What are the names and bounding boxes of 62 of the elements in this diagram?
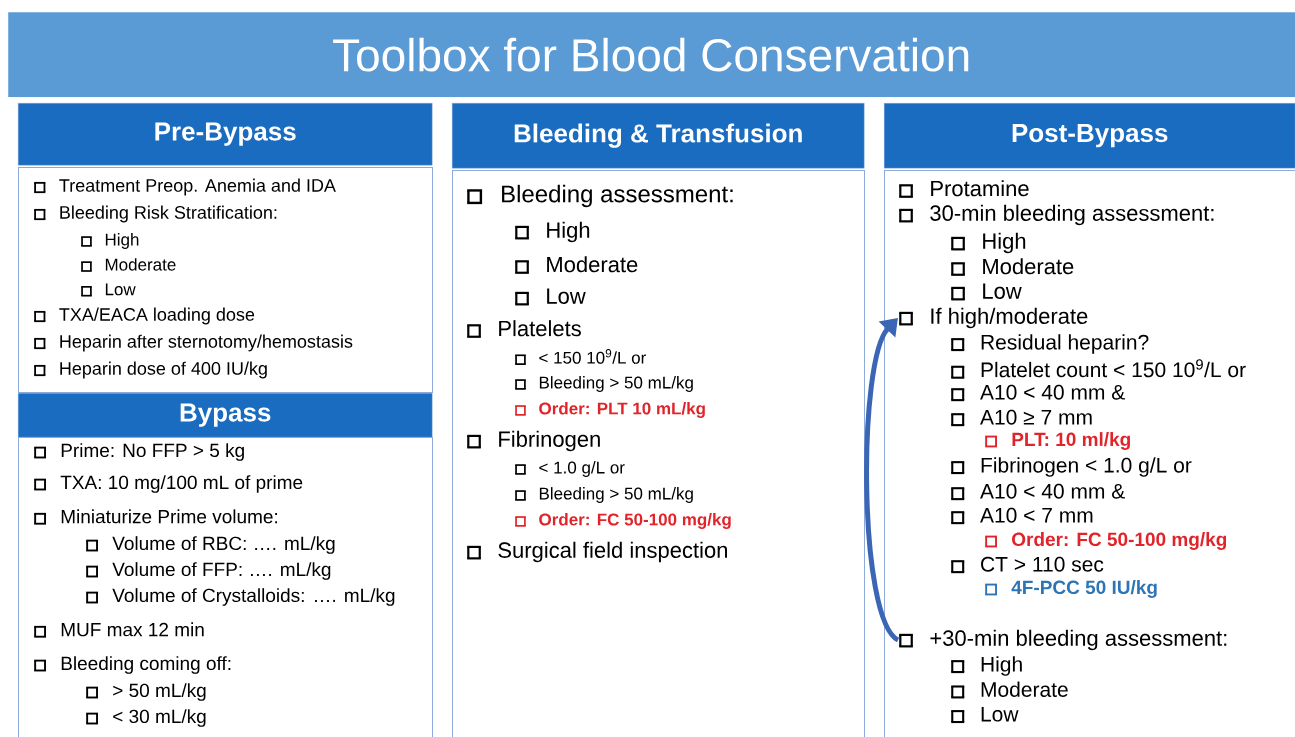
checklist-item: +30-min bleeding assessment: bbox=[899, 629, 1227, 651]
checklist-item: High bbox=[951, 232, 1026, 254]
checklist-item: Moderate bbox=[80, 258, 176, 272]
title-banner: Toolbox for Blood Conservation bbox=[8, 12, 1295, 98]
section-header: Bypass bbox=[18, 393, 433, 438]
checklist-item: > 50 mL/kg bbox=[85, 683, 206, 701]
checklist-item: Moderate bbox=[515, 256, 638, 274]
checklist-item: Volume of RBC: …. mL/kg bbox=[85, 536, 335, 554]
checklist-item: < 30 mL/kg bbox=[85, 709, 206, 727]
checklist-item: PLT: 10 ml/kg bbox=[984, 432, 1130, 450]
checklist-item: MUF max 12 min bbox=[33, 622, 204, 638]
checklist-item: CT > 110 sec bbox=[951, 556, 1104, 574]
checklist-item: Bleeding coming off: bbox=[33, 656, 231, 674]
checklist-item: Surgical field inspection bbox=[467, 541, 727, 563]
checklist-panel bbox=[452, 170, 865, 737]
section-header: Post-Bypass bbox=[884, 103, 1295, 169]
checklist-item: High bbox=[515, 221, 590, 243]
checklist-item: Miniaturize Prime volume: bbox=[33, 509, 277, 525]
checklist-item: Fibrinogen bbox=[467, 430, 600, 452]
checklist-item: Bleeding > 50 mL/kg bbox=[514, 376, 693, 392]
checklist-item: 4F-PCC 50 IU/kg bbox=[984, 580, 1157, 598]
checklist-item: A10 < 40 mm & bbox=[951, 483, 1125, 501]
checklist-item: Platelets bbox=[467, 320, 581, 338]
checklist-item: Residual heparin? bbox=[951, 334, 1149, 354]
checklist-item: 30-min bleeding assessment: bbox=[899, 204, 1214, 226]
checklist-item: Prime: No FFP > 5 kg bbox=[33, 443, 244, 461]
checklist-item: TXA/EACA loading dose bbox=[33, 307, 255, 325]
checklist-item: A10 < 7 mm bbox=[951, 507, 1093, 525]
checklist-item: Bleeding assessment: bbox=[467, 184, 733, 208]
checklist-item: Heparin after sternotomy/hemostasis bbox=[33, 334, 353, 352]
checklist-item: High bbox=[80, 233, 139, 249]
checklist-item: Protamine bbox=[899, 180, 1029, 198]
checklist-item: Order: FC 50-100 mg/kg bbox=[514, 513, 731, 529]
checklist-item: Volume of FFP: …. mL/kg bbox=[85, 562, 331, 580]
curved-arrow bbox=[864, 318, 900, 642]
checklist-item: Bleeding > 50 mL/kg bbox=[514, 487, 693, 503]
checklist-item: Low bbox=[80, 283, 136, 297]
checklist-item: Moderate bbox=[951, 258, 1074, 276]
checklist-item: < 150 10$^{9}$/L or bbox=[514, 349, 646, 365]
checklist-panel bbox=[18, 167, 433, 393]
checklist-item: Order: FC 50-100 mg/kg bbox=[984, 532, 1227, 550]
checklist-item: TXA: 10 mg/100 mL of prime bbox=[33, 475, 303, 493]
checklist-item: Order: PLT 10 mL/kg bbox=[514, 402, 705, 418]
checklist-item: < 1.0 g/L or bbox=[514, 461, 625, 477]
checklist-item: Low bbox=[951, 706, 1019, 724]
checklist-item: A10 < 40 mm & bbox=[951, 384, 1125, 402]
section-header: Bleeding & Transfusion bbox=[452, 103, 865, 169]
checklist-item: Volume of Crystalloids: …. mL/kg bbox=[85, 588, 395, 606]
checklist-panel bbox=[884, 170, 1295, 737]
checklist-item: Treatment Preop. Anemia and IDA bbox=[33, 178, 336, 196]
checklist-item: Heparin dose of 400 IU/kg bbox=[33, 361, 267, 379]
checklist-item: Fibrinogen < 1.0 g/L or bbox=[951, 457, 1192, 477]
checklist-item: Platelet count < 150 10$^{9}$/L or bbox=[951, 359, 1246, 379]
checklist-panel bbox=[18, 437, 433, 737]
checklist-item: Low bbox=[951, 283, 1022, 301]
checklist-item: Bleeding Risk Stratification: bbox=[33, 205, 277, 223]
checklist-item: A10 ≥ 7 mm bbox=[951, 409, 1092, 427]
section-header: Pre-Bypass bbox=[18, 103, 433, 166]
checklist-item: Low bbox=[515, 288, 586, 306]
checklist-item: If high/moderate bbox=[899, 307, 1088, 329]
checklist-item: Moderate bbox=[951, 681, 1068, 699]
checklist-item: High bbox=[951, 656, 1022, 676]
